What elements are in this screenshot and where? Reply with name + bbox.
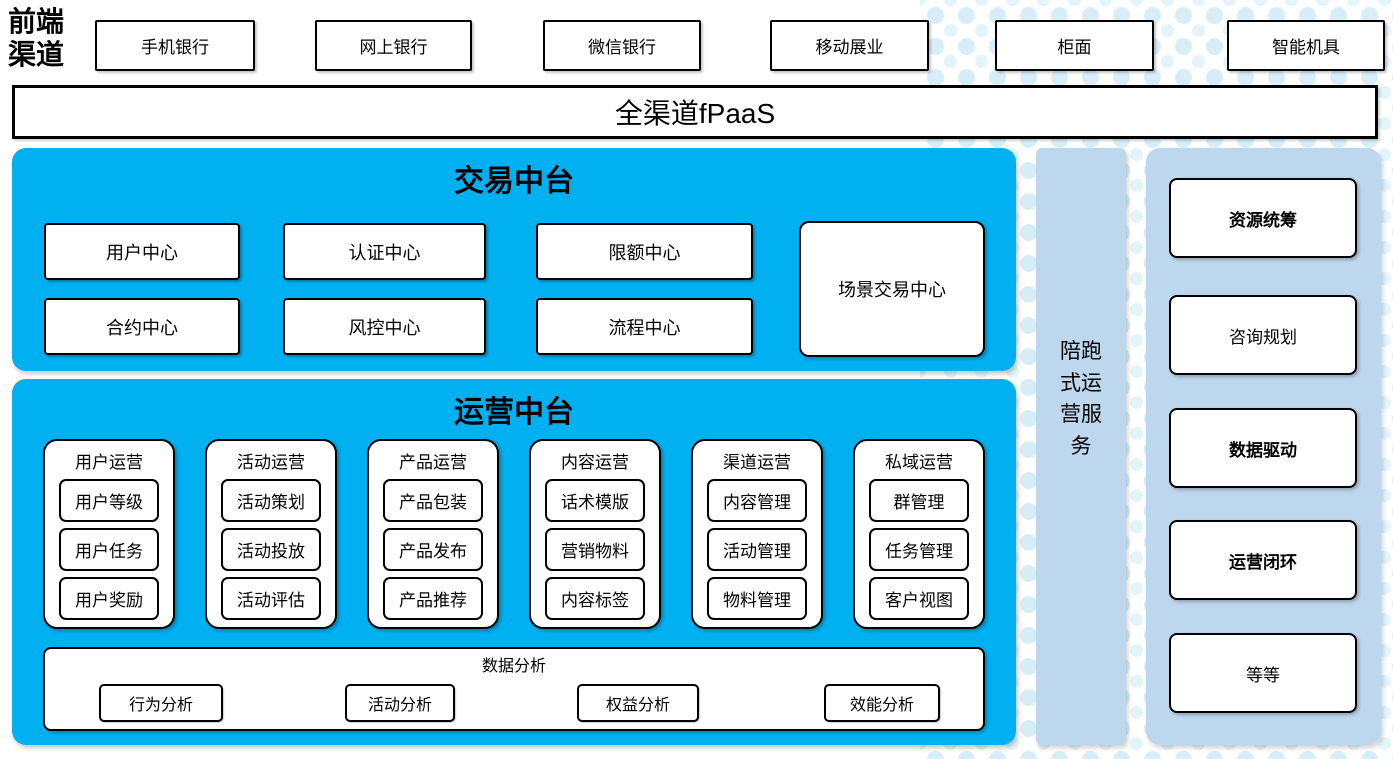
- data-analysis-panel: 数据分析 行为分析 活动分析 权益分析 效能分析: [43, 647, 985, 731]
- operation-group-item: 活动评估: [221, 577, 321, 620]
- operation-group: 渠道运营 内容管理 活动管理 物料管理: [691, 439, 823, 629]
- operation-group-title: 内容运营: [561, 453, 629, 472]
- operation-group-title: 私域运营: [885, 453, 953, 472]
- operation-group-item: 产品发布: [383, 528, 483, 571]
- operation-group-item: 用户奖励: [59, 577, 159, 620]
- data-analysis-item: 行为分析: [99, 684, 223, 722]
- operation-group-item: 活动投放: [221, 528, 321, 571]
- fpaas-bar: 全渠道fPaaS: [12, 85, 1378, 139]
- operation-group-item: 活动管理: [707, 528, 807, 571]
- side-service-label: 陪跑式运营服务: [1060, 340, 1102, 458]
- operation-group-item: 产品包装: [383, 479, 483, 522]
- channel-box: 手机银行: [95, 20, 255, 71]
- operation-group-title: 产品运营: [399, 453, 467, 472]
- operation-group: 用户运营 用户等级 用户任务 用户奖励: [43, 439, 175, 629]
- data-analysis-item: 效能分析: [824, 684, 940, 722]
- center-box: 合约中心: [44, 298, 240, 355]
- operation-group-title: 活动运营: [237, 453, 305, 472]
- center-box: 认证中心: [283, 223, 486, 280]
- right-services-panel: 资源统筹 咨询规划 数据驱动 运营闭环 等等: [1146, 148, 1381, 745]
- operation-group-item: 物料管理: [707, 577, 807, 620]
- operation-group-item: 活动策划: [221, 479, 321, 522]
- operation-group-item: 产品推荐: [383, 577, 483, 620]
- transaction-platform-panel: 交易中台 用户中心 认证中心 限额中心 合约中心 风控中心 流程中心 场景交易中…: [12, 148, 1016, 371]
- scene-transaction-center-box: 场景交易中心: [799, 221, 985, 357]
- front-channels-label: 前端渠道: [8, 7, 65, 72]
- operation-group-item: 内容标签: [545, 577, 645, 620]
- channel-box: 网上银行: [315, 20, 472, 71]
- data-analysis-item: 权益分析: [577, 684, 699, 722]
- operation-group-item: 客户视图: [869, 577, 969, 620]
- operation-group-title: 用户运营: [75, 453, 143, 472]
- operation-group-item: 用户等级: [59, 479, 159, 522]
- operation-group-item: 营销物料: [545, 528, 645, 571]
- right-service-box: 等等: [1169, 633, 1357, 713]
- side-service-column: 陪跑式运营服务: [1036, 148, 1126, 745]
- operation-group-item: 任务管理: [869, 528, 969, 571]
- channel-box: 柜面: [995, 20, 1154, 71]
- operation-platform-panel: 运营中台 用户运营 用户等级 用户任务 用户奖励 活动运营 活动策划 活动投放 …: [12, 379, 1016, 745]
- operation-platform-title: 运营中台: [454, 396, 574, 429]
- operation-group: 私域运营 群管理 任务管理 客户视图: [853, 439, 985, 629]
- data-analysis-item: 活动分析: [345, 684, 455, 722]
- operation-group-title: 渠道运营: [723, 453, 791, 472]
- operation-group-item: 话术模版: [545, 479, 645, 522]
- center-box: 用户中心: [44, 223, 240, 280]
- right-service-box: 资源统筹: [1169, 178, 1357, 258]
- operation-group: 产品运营 产品包装 产品发布 产品推荐: [367, 439, 499, 629]
- operation-group-item: 群管理: [869, 479, 969, 522]
- center-box: 流程中心: [536, 298, 753, 355]
- channel-box: 微信银行: [543, 20, 701, 71]
- channel-box: 智能机具: [1227, 20, 1385, 71]
- right-service-box: 运营闭环: [1169, 520, 1357, 600]
- center-box: 限额中心: [536, 223, 753, 280]
- center-box: 风控中心: [283, 298, 486, 355]
- channel-box: 移动展业: [770, 20, 929, 71]
- operation-group-item: 内容管理: [707, 479, 807, 522]
- transaction-platform-title: 交易中台: [454, 165, 574, 198]
- right-service-box: 咨询规划: [1169, 295, 1357, 375]
- right-service-box: 数据驱动: [1169, 408, 1357, 488]
- operation-group: 活动运营 活动策划 活动投放 活动评估: [205, 439, 337, 629]
- data-analysis-title: 数据分析: [481, 658, 546, 675]
- operation-group-item: 用户任务: [59, 528, 159, 571]
- operation-group: 内容运营 话术模版 营销物料 内容标签: [529, 439, 661, 629]
